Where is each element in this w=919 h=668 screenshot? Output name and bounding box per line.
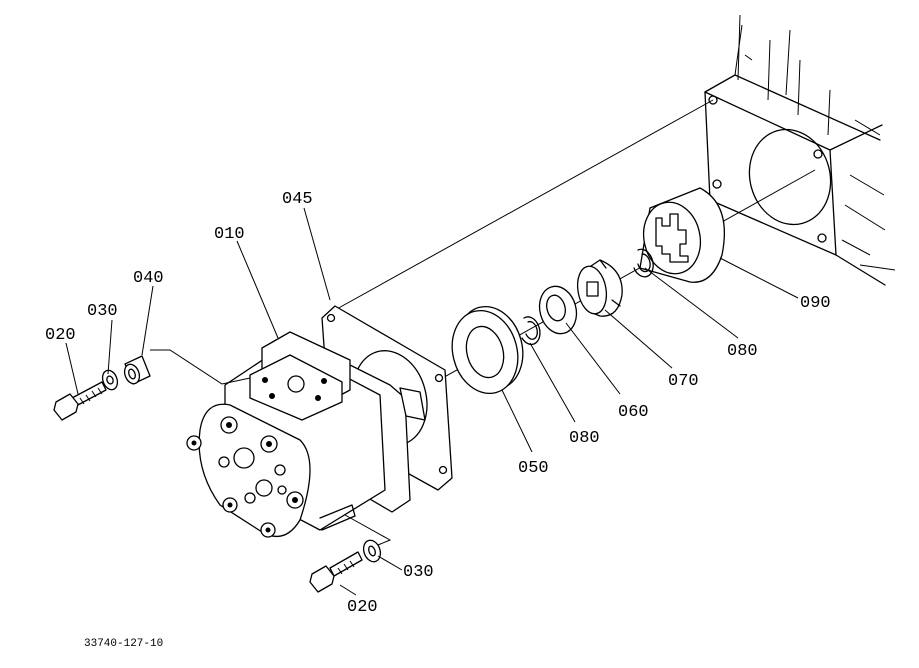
callout-020-lower: 020 (347, 598, 378, 617)
coupling-090 (639, 187, 725, 283)
callout-080-upper: 080 (727, 342, 758, 361)
bolt-020-lower (309, 551, 363, 593)
washer-030-upper (101, 369, 119, 391)
callout-080-lower: 080 (569, 429, 600, 448)
callout-045: 045 (282, 190, 313, 209)
callout-040: 040 (133, 269, 164, 288)
circlip-080-left (521, 316, 541, 346)
callout-labels: 010 045 040 030 020 050 080 060 070 080 … (45, 190, 831, 617)
hydraulic-pump-010 (186, 331, 426, 538)
callout-030-upper: 030 (87, 302, 118, 321)
leader-lines (65, 207, 799, 596)
callout-060: 060 (618, 403, 649, 422)
callout-020-upper: 020 (45, 326, 76, 345)
spacer-040 (123, 349, 251, 385)
splined-hub-070 (576, 259, 623, 317)
drawing-number: 33740-127-10 (84, 638, 163, 650)
oil-seal-050 (451, 305, 524, 395)
callout-010: 010 (214, 225, 245, 244)
washer-060 (538, 285, 578, 335)
callout-070: 070 (668, 372, 699, 391)
callout-050: 050 (518, 459, 549, 478)
circlip-080-right (633, 248, 654, 278)
bolt-020-upper (53, 381, 107, 421)
callout-090: 090 (800, 294, 831, 313)
callout-030-lower: 030 (403, 563, 434, 582)
washer-030-lower (344, 514, 392, 563)
alignment-line (334, 99, 714, 311)
engine-housing (704, 14, 896, 286)
